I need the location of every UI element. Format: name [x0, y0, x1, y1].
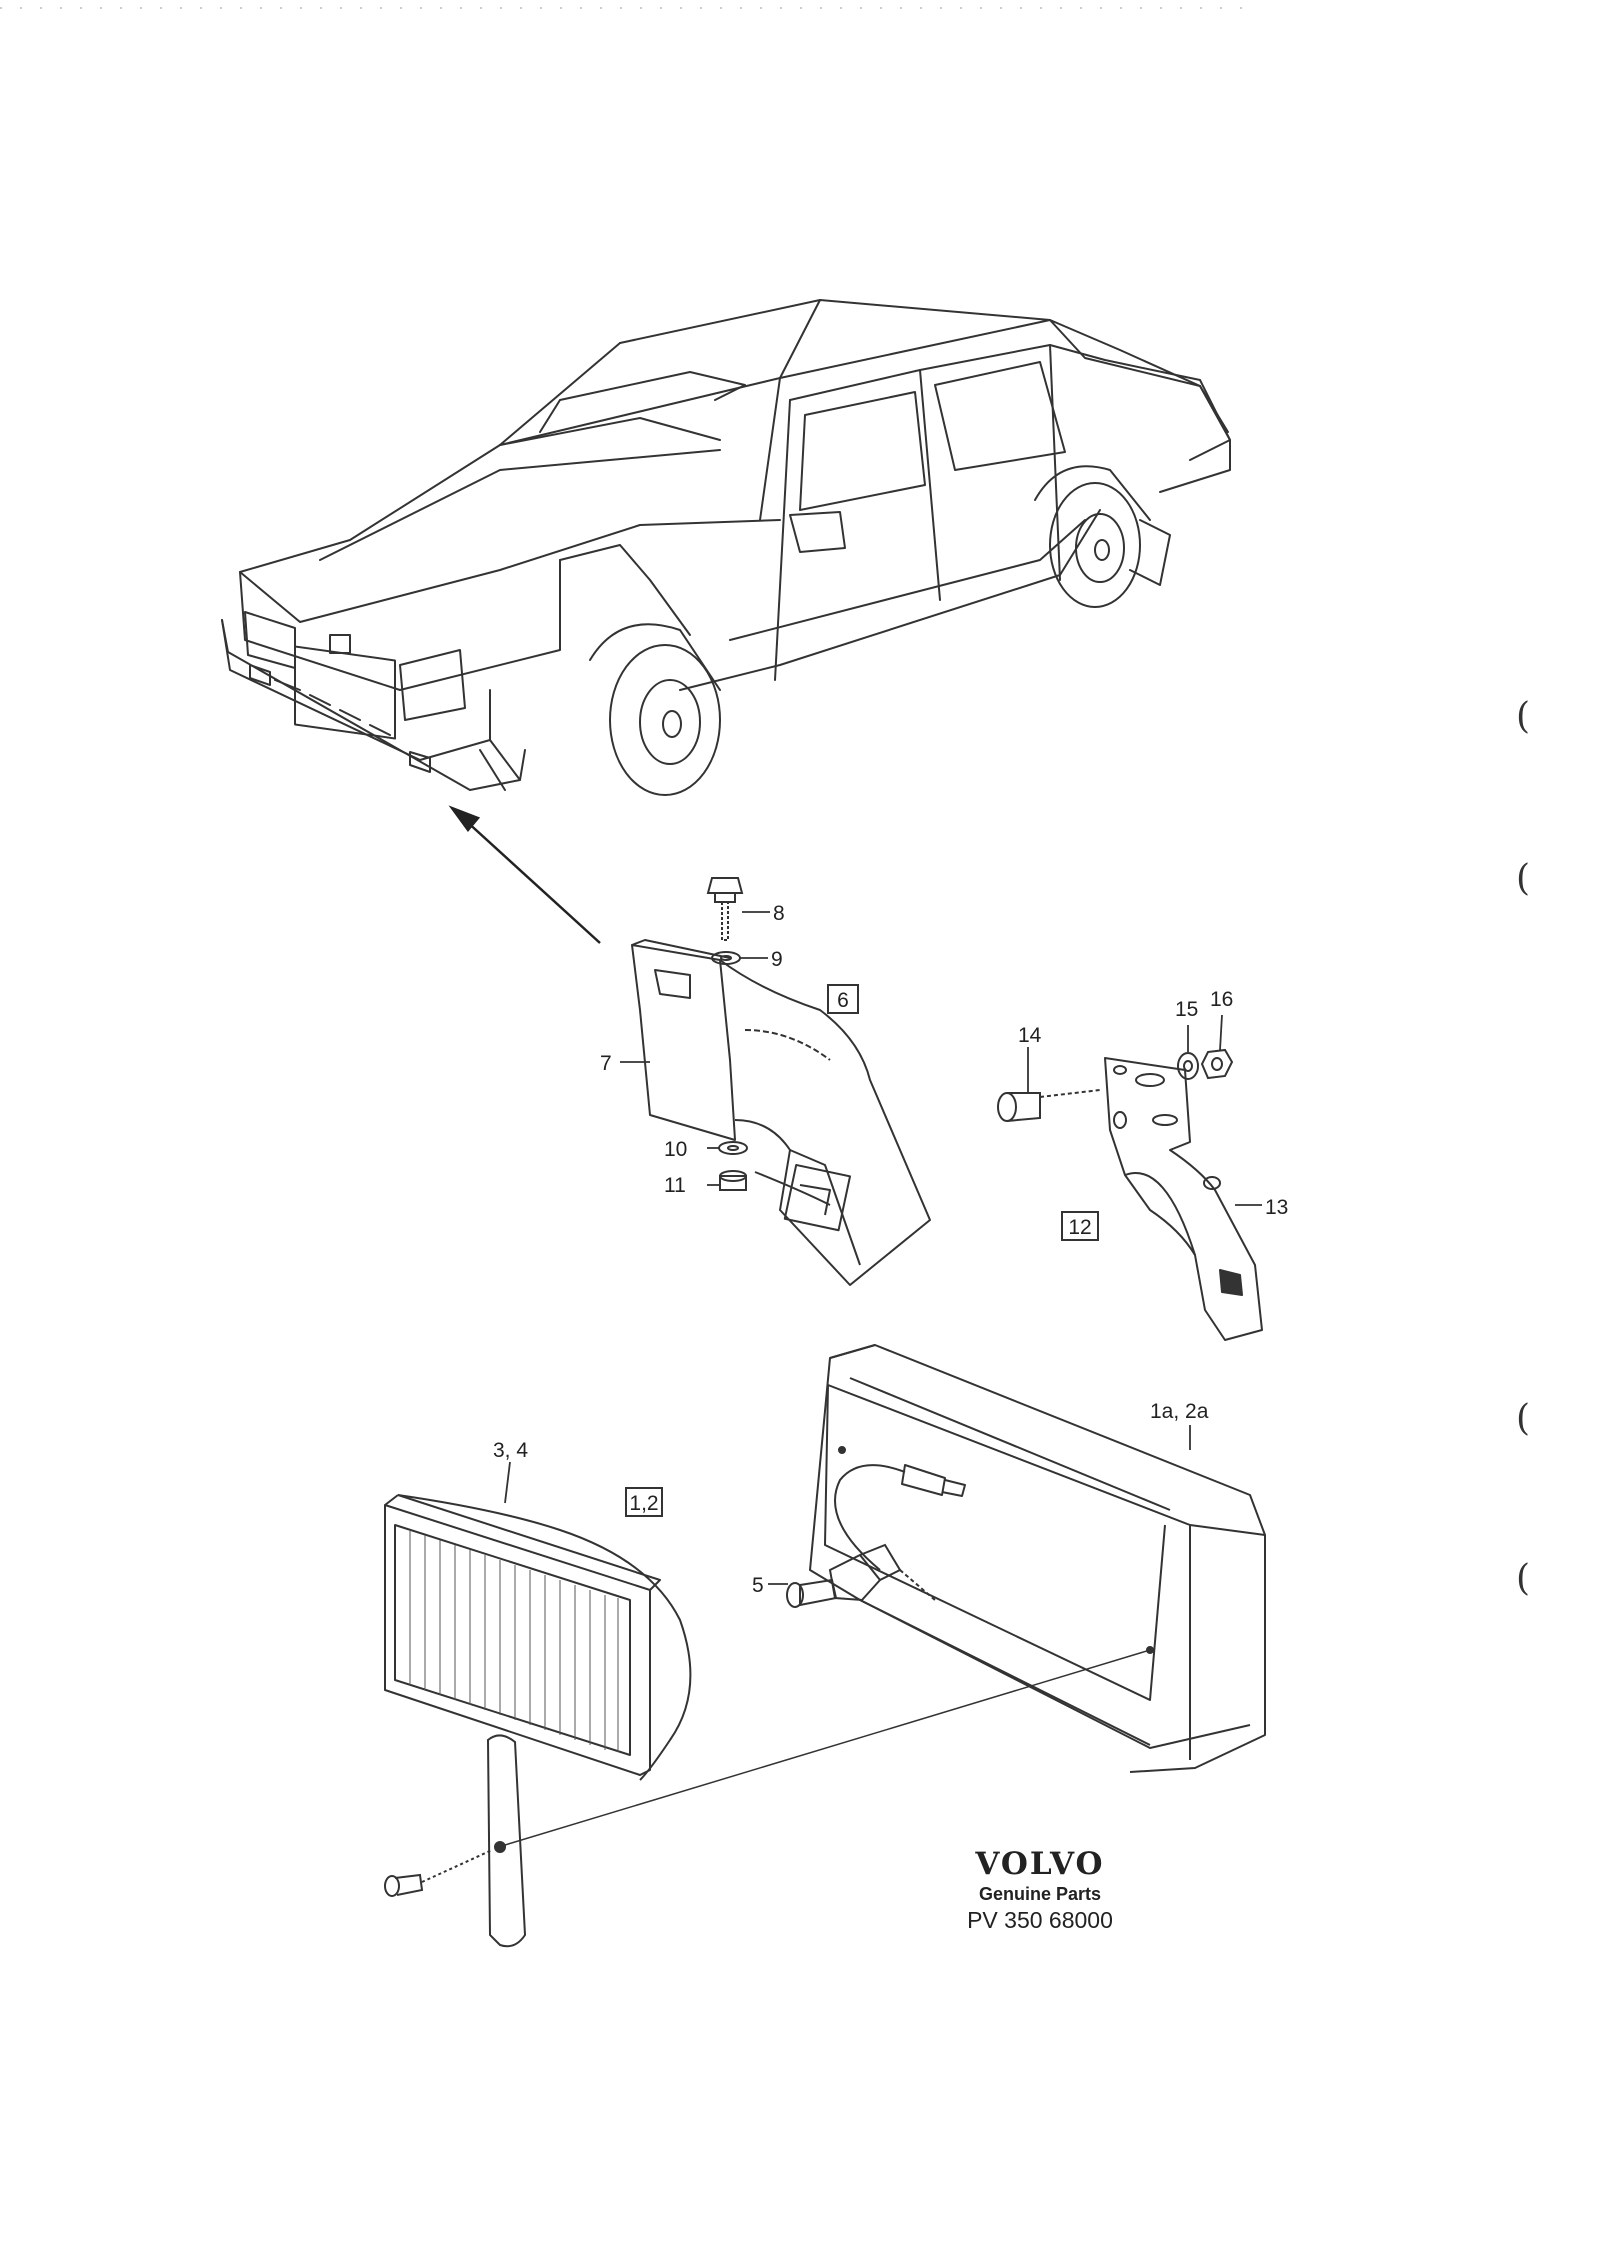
callout-5: 5	[752, 1574, 764, 1597]
callout-15: 15	[1175, 998, 1198, 1021]
boxed-label-12: 12	[1061, 1211, 1099, 1241]
margin-mark-2: (	[1516, 858, 1530, 899]
part-number: PV 350 68000	[967, 1907, 1113, 1933]
callout-11: 11	[664, 1174, 686, 1197]
bracket-part-7	[631, 939, 931, 1286]
bulb-part-5	[786, 1543, 936, 1608]
callout-8: 8	[773, 902, 785, 925]
nut-part-16	[1200, 1048, 1234, 1080]
boxed-label-1-2: 1,2	[625, 1487, 663, 1517]
margin-mark-4: (	[1516, 1558, 1530, 1599]
callout-leaders	[504, 911, 1262, 1585]
svg-text:12: 12	[1068, 1216, 1091, 1239]
car-illustration	[221, 299, 1231, 796]
volvo-logo-block: VOLVO Genuine Parts PV 350 68000	[967, 1846, 1113, 1933]
callout-10: 10	[664, 1138, 687, 1161]
washer-part-15	[1177, 1052, 1199, 1080]
nut-part-11	[719, 1170, 747, 1191]
callout-9: 9	[771, 948, 783, 971]
screw	[384, 1849, 493, 1897]
bolt-part-8	[706, 877, 744, 941]
lamp-housing-1a-2a	[809, 1344, 1266, 1773]
callout-16: 16	[1210, 988, 1233, 1011]
callout-1a-2a: 1a, 2a	[1150, 1400, 1209, 1423]
boxed-label-6: 6	[827, 984, 859, 1014]
location-arrow	[448, 805, 601, 944]
svg-text:1,2: 1,2	[629, 1492, 658, 1515]
lamp-lens-3-4	[384, 1494, 692, 1781]
margin-mark-3: (	[1516, 1398, 1530, 1439]
callout-14: 14	[1018, 1024, 1042, 1047]
bracket-part-13	[1104, 1057, 1263, 1341]
genuine-parts-label: Genuine Parts	[979, 1884, 1101, 1904]
alignment-line	[504, 1649, 1151, 1846]
margin-mark-1: (	[1516, 696, 1530, 737]
callout-7: 7	[600, 1052, 612, 1075]
callout-13: 13	[1265, 1196, 1288, 1219]
washer-part-10	[718, 1141, 748, 1155]
svg-text:6: 6	[837, 989, 849, 1012]
cover-bar	[486, 1734, 527, 1948]
volvo-brand: VOLVO	[974, 1846, 1104, 1882]
bolt-part-14	[997, 1089, 1101, 1122]
callout-3-4: 3, 4	[493, 1439, 528, 1462]
